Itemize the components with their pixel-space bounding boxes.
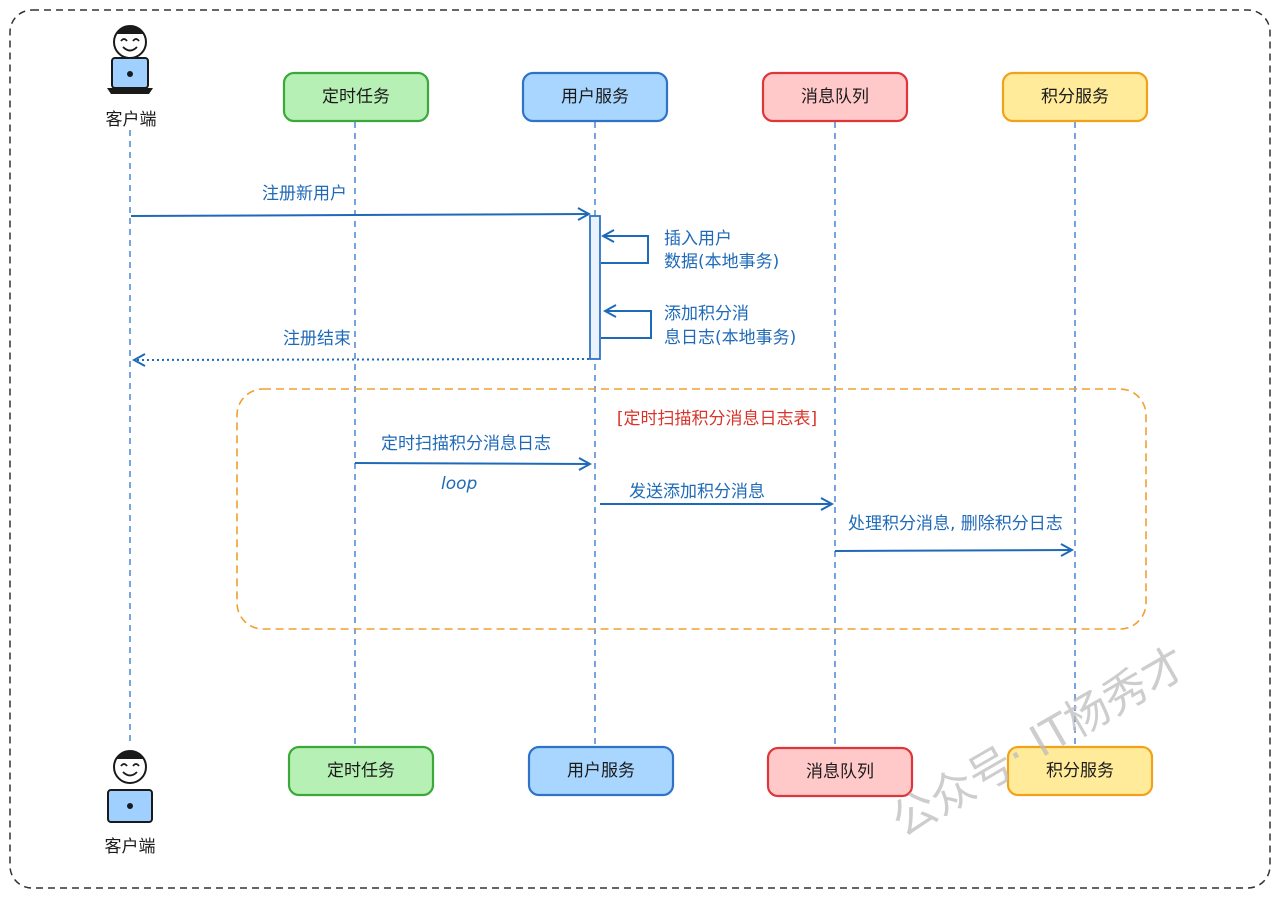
message-add-points-log: 添加积分消 息日志(本地事务) — [601, 304, 796, 348]
participant-label: 定时任务 — [322, 87, 390, 107]
watermark-text: 公众号· IT杨秀才 — [883, 637, 1196, 847]
message-label-line1: 添加积分消 — [664, 304, 749, 324]
actor-client-top: 客户端 — [106, 25, 157, 130]
activation-bar — [589, 215, 601, 360]
message-label: 处理积分消息, 删除积分日志 — [848, 514, 1063, 534]
participant-label: 用户服务 — [561, 87, 629, 107]
participant-label: 用户服务 — [567, 761, 635, 781]
loop-label: loop — [441, 474, 478, 494]
message-send: 发送添加积分消息 — [600, 482, 832, 504]
message-scan: 定时扫描积分消息日志 — [354, 434, 590, 464]
message-register: 注册新用户 — [130, 184, 589, 216]
participant-mq-top: 消息队列 — [761, 71, 909, 123]
message-label: 注册结束 — [283, 329, 351, 349]
participant-box — [766, 746, 914, 798]
participant-box — [1001, 71, 1149, 123]
actor-label-client-top: 客户端 — [106, 110, 157, 130]
message-label: 注册新用户 — [262, 184, 347, 204]
participant-user-bottom: 用户服务 — [527, 745, 675, 797]
participant-box — [1006, 745, 1154, 797]
loop-frame: [定时扫描积分消息日志表] loop — [236, 388, 1147, 630]
person-icon — [107, 25, 153, 94]
message-insert-user: 插入用户 数据(本地事务) — [601, 229, 779, 272]
participant-timer-top: 定时任务 — [282, 71, 430, 123]
message-label-line2: 息日志(本地事务) — [664, 328, 796, 348]
message-label: 定时扫描积分消息日志 — [381, 434, 551, 454]
actor-client-bottom: 客户端 — [105, 750, 156, 857]
message-label: 发送添加积分消息 — [629, 482, 765, 502]
participant-points-bottom: 积分服务 — [1006, 745, 1154, 797]
message-label-line1: 插入用户 — [664, 229, 732, 249]
loop-title: [定时扫描积分消息日志表] — [617, 409, 817, 429]
participant-box — [287, 745, 435, 797]
participant-timer-bottom: 定时任务 — [287, 745, 435, 797]
participant-label: 消息队列 — [806, 762, 874, 782]
participant-label: 积分服务 — [1046, 761, 1114, 781]
participant-box — [527, 745, 675, 797]
participant-box — [761, 71, 909, 123]
person-icon — [107, 750, 153, 823]
participant-label: 消息队列 — [801, 87, 869, 107]
message-label-line2: 数据(本地事务) — [664, 252, 779, 272]
message-arrow — [354, 463, 590, 464]
self-arrow — [601, 236, 649, 264]
participant-box — [282, 71, 430, 123]
return-arrow — [134, 359, 590, 360]
message-arrow — [130, 214, 589, 216]
participant-label: 积分服务 — [1041, 87, 1109, 107]
message-arrow — [834, 550, 1072, 551]
participant-mq-bottom: 消息队列 — [766, 746, 914, 798]
participant-points-top: 积分服务 — [1001, 71, 1149, 123]
participant-label: 定时任务 — [327, 761, 395, 781]
outer-frame — [9, 9, 1271, 889]
actor-label-client-bottom: 客户端 — [105, 837, 156, 857]
message-register-done: 注册结束 — [134, 329, 590, 360]
self-arrow — [601, 311, 652, 339]
participant-user-top: 用户服务 — [521, 71, 669, 123]
message-process: 处理积分消息, 删除积分日志 — [834, 514, 1072, 551]
participant-box — [521, 71, 669, 123]
loop-border — [236, 388, 1147, 630]
